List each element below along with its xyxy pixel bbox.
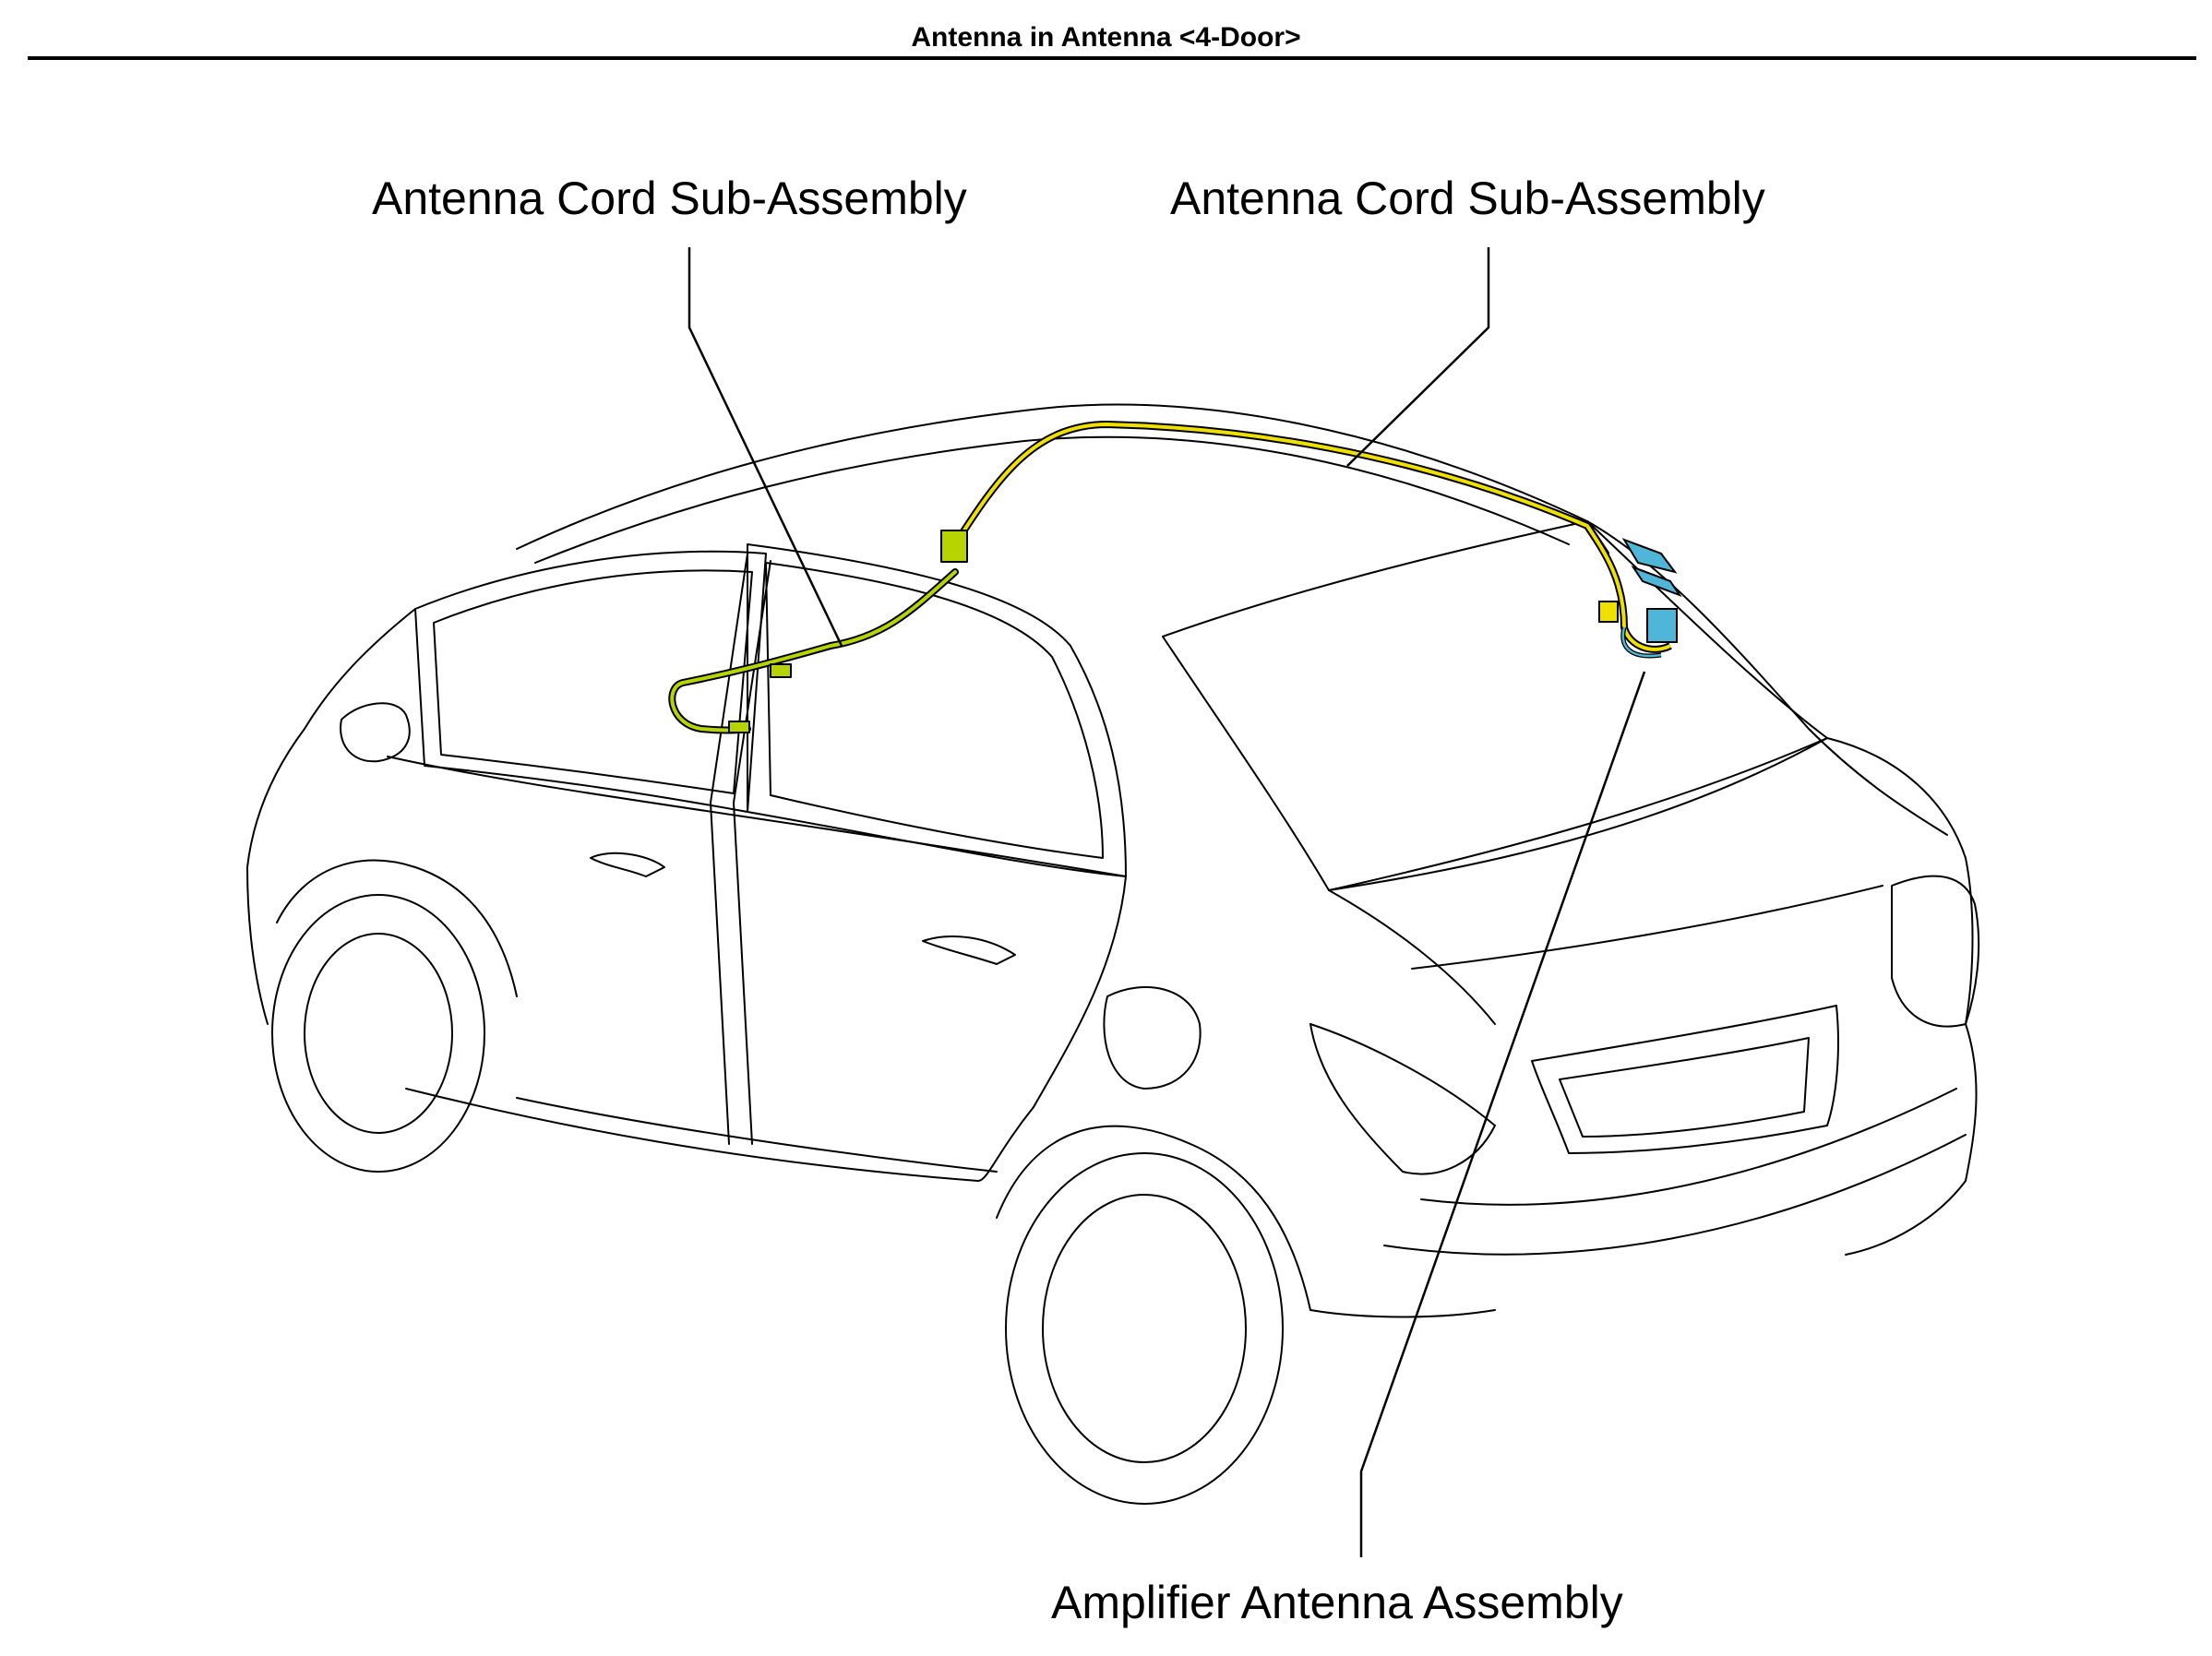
page-header: Antenna in Antenna <4-Door> — [0, 0, 2212, 61]
amplifier-antenna-unit — [1584, 523, 1682, 659]
callout-antenna-cord-front: Antenna Cord Sub-Assembly — [372, 173, 967, 224]
leader-line-cord-front — [688, 247, 843, 647]
callout-amplifier-antenna: Amplifier Antenna Assembly — [1051, 1577, 1623, 1628]
leader-lines — [688, 247, 1646, 1557]
leader-line-amplifier — [1359, 671, 1646, 1557]
header-divider — [28, 56, 2196, 60]
cord-connector-icon — [940, 530, 968, 563]
antenna-cord-front — [668, 530, 968, 734]
page-title: Antenna in Antenna <4-Door> — [911, 22, 1301, 53]
car-body-outline — [246, 403, 1980, 1505]
callout-antenna-cord-roof: Antenna Cord Sub-Assembly — [1170, 173, 1765, 224]
leader-line-cord-roof — [1346, 247, 1490, 467]
antenna-cord-roof — [951, 421, 1609, 557]
